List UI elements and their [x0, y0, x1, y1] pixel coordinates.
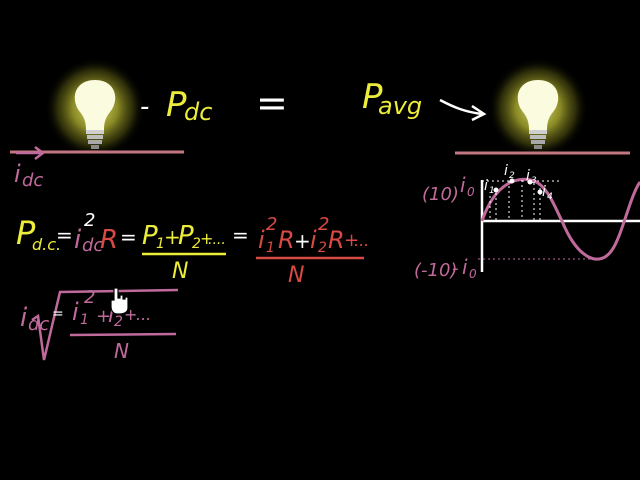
eq1-equals-a: = [56, 223, 73, 247]
plus-3: + [294, 229, 311, 253]
right-bulb [488, 58, 588, 158]
left-bulb-base-3 [88, 140, 102, 144]
plus-2: + [200, 229, 213, 248]
right-bulb-glass [517, 80, 559, 130]
rms-t2-main: i [108, 303, 114, 328]
pdc-lhs-sub: d.c. [32, 235, 61, 254]
dots-2: ... [354, 231, 369, 250]
rms-plus: + [96, 306, 111, 327]
p-avg-sub: avg [378, 92, 422, 120]
i2-main: i [310, 226, 317, 254]
square-root-icon [31, 288, 179, 361]
label-top-i: i [460, 173, 466, 197]
equals-text: = [256, 81, 288, 125]
pdc-lhs-main: P [16, 214, 36, 252]
rms-t2-sub: 2 [114, 314, 123, 330]
p2-sub: 2 [192, 236, 201, 252]
rms-t1-sub: 1 [80, 312, 89, 328]
idc2-main: i [74, 225, 82, 255]
label-top-sub: 0 [467, 185, 475, 199]
p2-main: P [178, 221, 194, 251]
i2-sub: 2 [318, 240, 327, 256]
power-equation: P d.c. = i dc 2 R = P 1 + P 2 + .... N =… [16, 210, 369, 288]
pt2-label: i [504, 163, 508, 179]
idc-main: i [14, 160, 21, 188]
plus-1: + [164, 225, 181, 249]
i1-sup: 2 [266, 214, 277, 235]
idc2-sup: 2 [84, 210, 95, 231]
left-bulb-tip [91, 145, 99, 149]
pt3-label: i [526, 168, 530, 184]
sample-point-2 [509, 178, 515, 184]
pt1-sub: 1 [489, 186, 495, 196]
fraction-bar-rms [69, 332, 177, 337]
p1-main: P [142, 221, 158, 251]
p-dc-main: P [166, 85, 187, 125]
right-bulb-base-3 [531, 140, 545, 144]
i1-sub: 1 [266, 240, 275, 256]
eq1-equals-b: = [120, 225, 137, 249]
curved-arrow-icon [439, 98, 487, 122]
pt4-sub: 4 [547, 192, 553, 202]
pt4-label: i [542, 184, 546, 200]
dash-text: - [140, 92, 149, 122]
p1-sub: 1 [156, 236, 165, 252]
current-arrow-icon [16, 146, 46, 160]
plus-4: + [344, 230, 359, 251]
eq1-r: R [100, 225, 118, 255]
rms-dots: ... [136, 305, 151, 324]
n-2: N [288, 263, 304, 288]
idc2-sub: dc [82, 235, 103, 256]
left-bulb [45, 58, 145, 158]
label-bottom-sub: 0 [469, 267, 477, 281]
p-avg-main: P [362, 77, 383, 117]
sample-point-4 [537, 189, 543, 195]
label-top-value: (10) [422, 184, 459, 205]
rms-n: N [114, 339, 129, 363]
sine-wave [480, 177, 640, 261]
n-1: N [172, 259, 188, 284]
i1-main: i [258, 226, 265, 254]
left-bulb-glass [74, 80, 116, 130]
idc-sub: dc [22, 170, 43, 191]
right-bulb-base-1 [529, 130, 547, 134]
eq1-equals-c: = [232, 223, 249, 247]
sample-point-3 [527, 179, 533, 185]
dots-1: .... [208, 232, 226, 248]
p-dc-sub: dc [184, 98, 212, 126]
r2: R [328, 226, 345, 254]
hand-cursor-icon [110, 287, 129, 315]
rms-equals: = [52, 306, 64, 322]
top-equation: - P dc = P avg [140, 77, 422, 126]
rms-t1-main: i [72, 298, 79, 326]
r1: R [278, 226, 295, 254]
label-bottom-i: i [462, 255, 468, 279]
rms-t1-sup: 2 [84, 287, 95, 308]
graph-labels: (10) i 0 (-10) - i 0 [414, 173, 477, 281]
pt1-label: i [484, 178, 488, 194]
left-current-label: i dc [14, 160, 43, 191]
right-bulb-base-2 [530, 135, 546, 139]
left-bulb-base-1 [86, 130, 104, 134]
pt2-sub: 2 [509, 171, 515, 181]
label-bottom-dash: - [452, 258, 459, 279]
label-bottom-value: (-10) [414, 260, 457, 281]
sample-point-1 [493, 187, 499, 193]
sample-labels: i 1 i 2 i 3 i 4 [484, 163, 553, 202]
rms-lhs-sub: dc [28, 314, 49, 335]
rms-equation: i dc = i 1 2 + i 2 + ... N [20, 287, 151, 363]
rms-lhs-main: i [20, 303, 28, 333]
left-bulb-base-2 [87, 135, 103, 139]
right-bulb-tip [534, 145, 542, 149]
pt3-sub: 3 [531, 176, 537, 186]
i2-sup: 2 [318, 214, 329, 235]
